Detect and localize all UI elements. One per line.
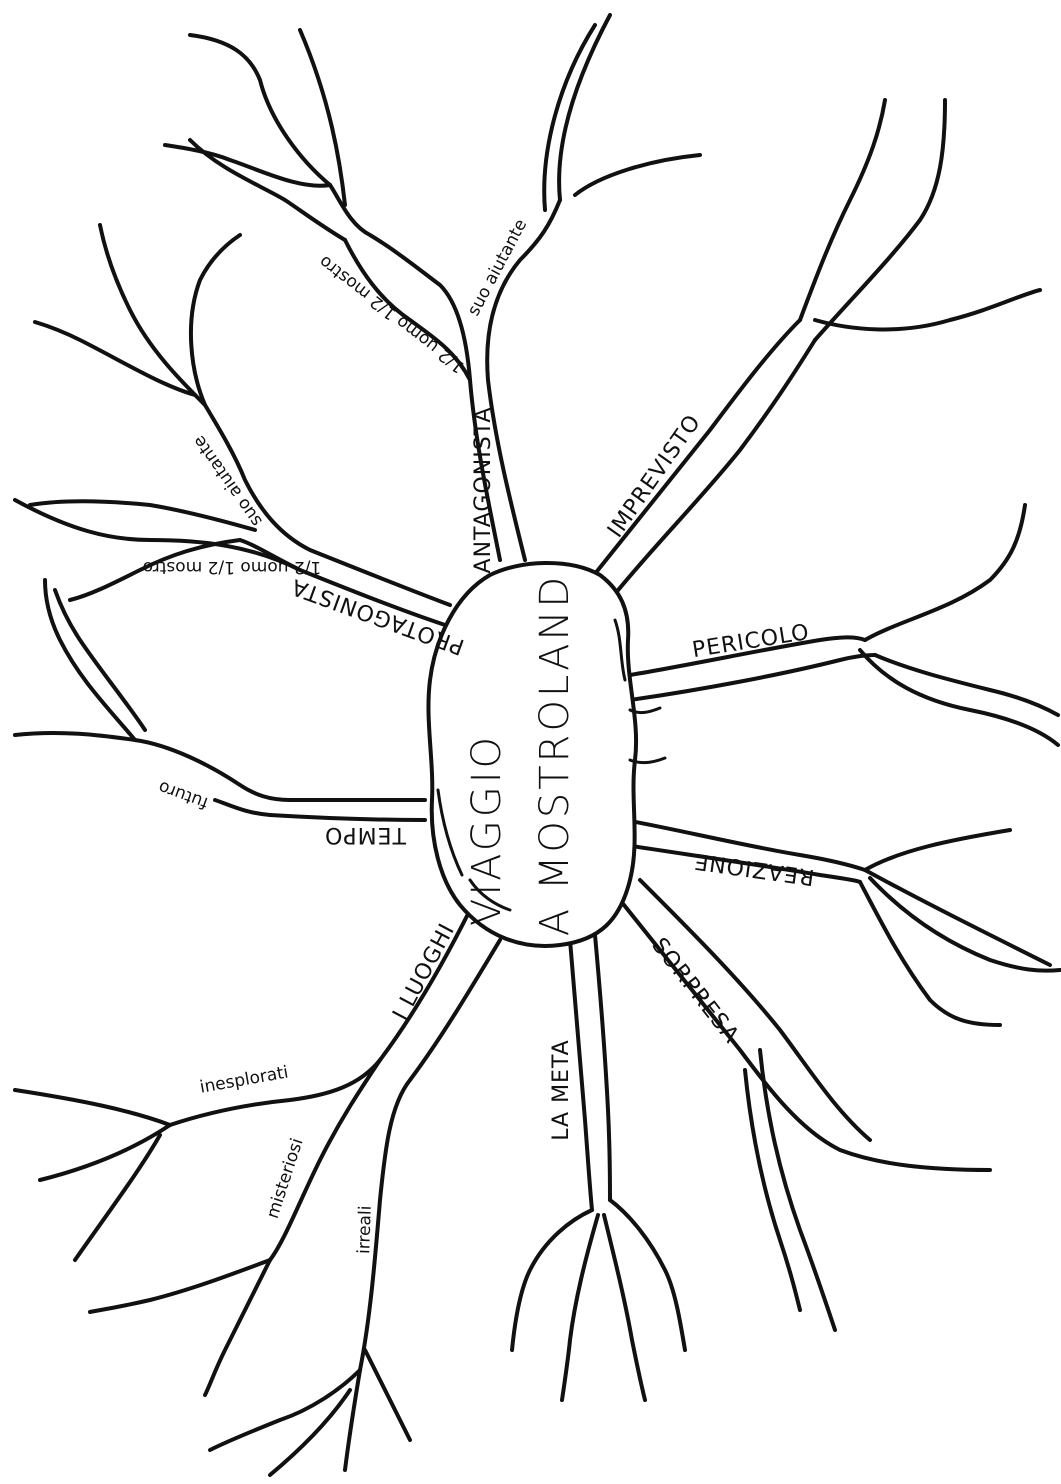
label-pericolo: PERICOLO: [691, 620, 812, 663]
label-antagonista: ANTAGONISTA: [471, 407, 496, 574]
branch-pericolo-lines: [630, 505, 1058, 745]
label-luoghi-mysterious: misteriosi: [263, 1136, 308, 1221]
label-tempo-future: futuro: [156, 777, 211, 813]
label-protagonista: PROTAGONISTA: [288, 573, 468, 659]
label-meta: LA META: [549, 1039, 574, 1140]
branch-meta-lines: [512, 935, 685, 1400]
branch-imprevisto-lines: [590, 100, 1040, 600]
label-protagonista-half: 1/2 uomo 1/2 mostro: [143, 557, 322, 577]
label-luoghi: I LUOGHI: [388, 919, 460, 1024]
label-imprevisto: IMPREVISTO: [603, 410, 706, 542]
label-tempo: TEMPO: [324, 822, 407, 847]
center-title-line2: A MOSTROLAND: [532, 574, 578, 936]
label-luoghi-unreal: irreali: [354, 1205, 376, 1254]
center-title-line1: VIAGGIO: [464, 734, 510, 926]
center-node: VIAGGIO A MOSTROLAND: [428, 563, 665, 946]
label-sorpresa: SORPRESA: [646, 933, 744, 1048]
branch-luoghi-lines: [15, 910, 500, 1475]
label-antagonista-half: 1/2 uomo 1/2 mostro: [315, 251, 468, 377]
label-luoghi-unexplored: inesplorati: [198, 1062, 290, 1097]
